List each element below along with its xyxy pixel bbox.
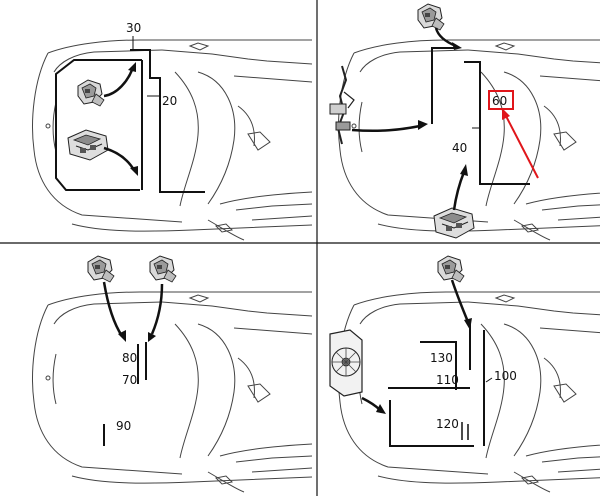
routing-line [464, 61, 530, 185]
arrow-head-icon [148, 332, 156, 342]
panel-bottom-right: 130 110 100 120 [329, 255, 600, 493]
arrow-head-icon [452, 42, 462, 50]
relay-module-icon [87, 255, 115, 283]
car-outline [338, 39, 600, 241]
relay-module-icon [437, 255, 465, 283]
arrow-head-icon [376, 404, 386, 414]
wiring-harness-icon [329, 65, 355, 145]
arrow-line [452, 171, 466, 211]
fan-shroud-icon [329, 329, 363, 397]
arrow-line [450, 279, 470, 323]
arrow-head-icon [130, 166, 138, 176]
callout-label-highlighted: 60 [492, 94, 507, 108]
callout-label: 80 [122, 351, 137, 365]
relay-module-icon [77, 79, 105, 107]
highlight-arrow-head-icon [502, 108, 510, 120]
arrow-line [361, 396, 381, 411]
arrow-line [103, 69, 134, 98]
arrow-line [103, 146, 136, 171]
arrow-head-icon [128, 62, 136, 72]
callout-label: 100 [494, 369, 517, 383]
callout-label: 70 [122, 373, 137, 387]
callout-label: 130 [430, 351, 453, 365]
highlight-arrow-line [505, 115, 539, 179]
callout-label: 120 [436, 417, 459, 431]
routing-line [55, 59, 142, 191]
arrow-head-icon [418, 120, 428, 130]
fuse-block-icon [67, 129, 109, 161]
arrow-line [102, 281, 124, 337]
callout-label: 90 [116, 419, 131, 433]
fuse-block-icon [433, 207, 475, 239]
callout-label: 40 [452, 141, 467, 155]
relay-module-icon [149, 255, 177, 283]
routing-line [130, 49, 205, 193]
callout-label: 110 [436, 373, 459, 387]
routing-line [389, 400, 474, 447]
arrow-line [351, 124, 421, 133]
leader-line [485, 377, 493, 383]
arrow-head-icon [118, 330, 126, 342]
arrow-line [150, 283, 164, 335]
callout-label: 20 [162, 94, 177, 108]
relay-module-icon [417, 3, 445, 31]
panel-top-right: 60 40 [329, 3, 600, 241]
panel-bottom-left: 80 70 90 [32, 255, 313, 493]
car-outline [32, 291, 313, 493]
panel-top-left: 30 20 [32, 21, 313, 241]
callout-label: 30 [126, 21, 141, 35]
routing-line [420, 341, 457, 390]
arrow-head-icon [460, 164, 468, 176]
highlight-box [488, 90, 514, 110]
routing-line [431, 47, 456, 124]
